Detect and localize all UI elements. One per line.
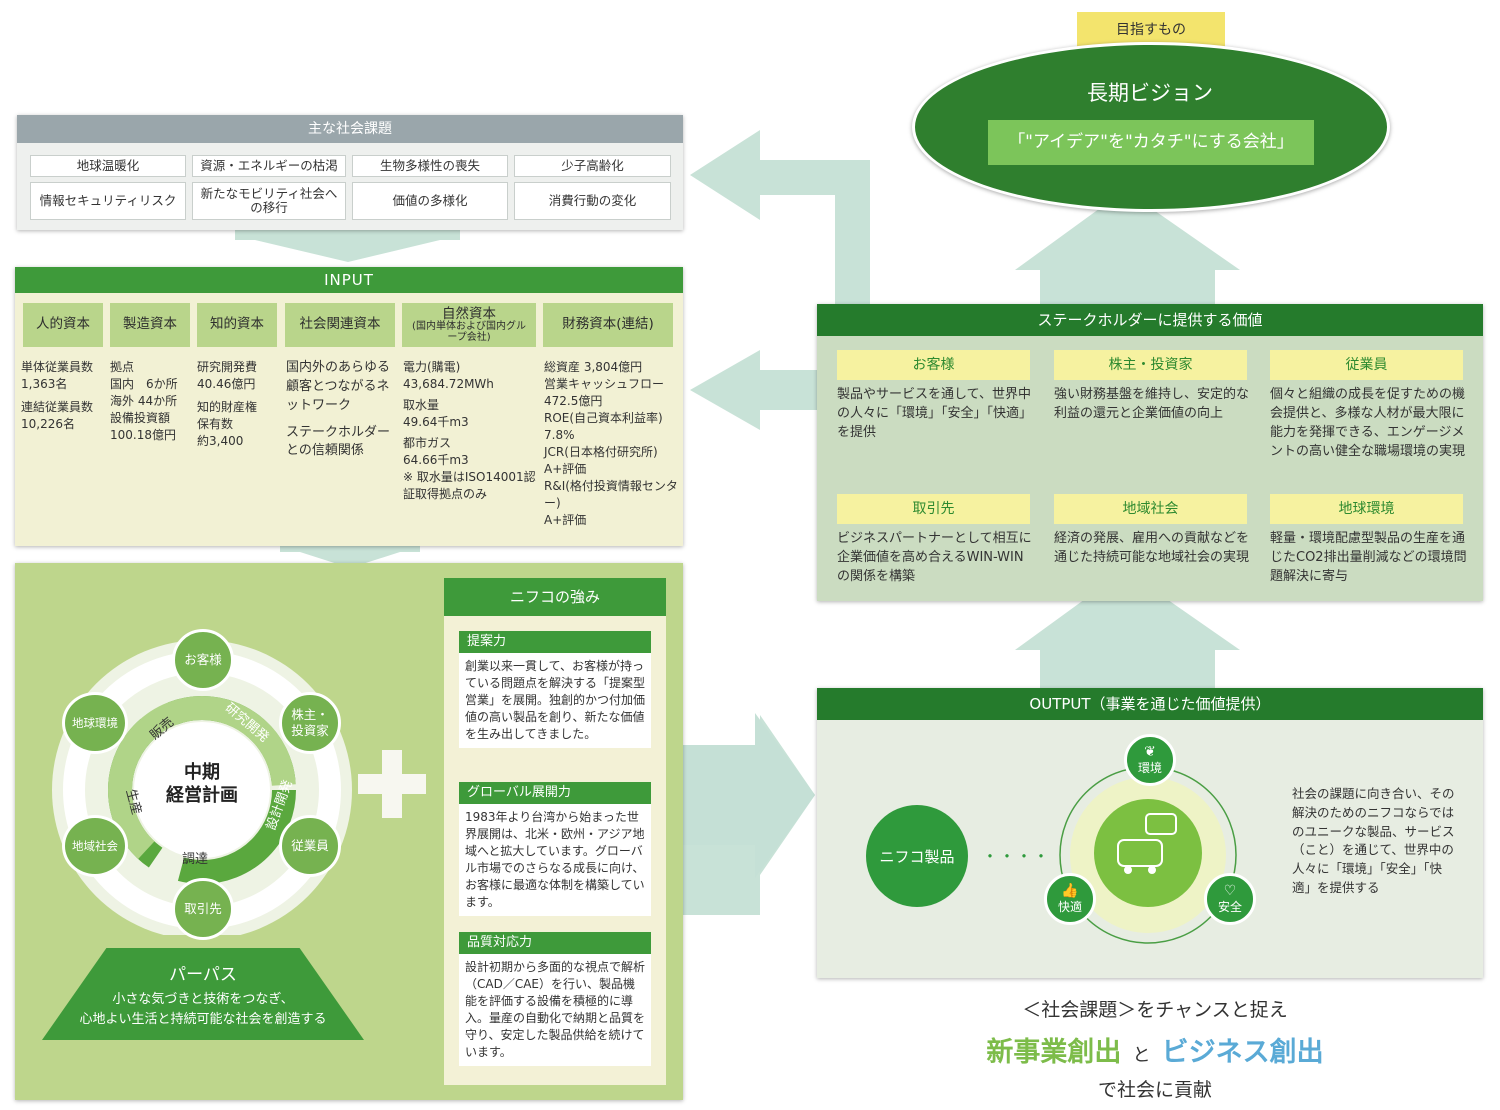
- vision-statement: 「"アイデア"を"カタチ"にする会社」: [988, 120, 1314, 165]
- stakeholder-node-investor: 株主・ 投資家: [279, 692, 341, 754]
- issue-cell: 資源・エネルギーの枯渇: [192, 155, 346, 177]
- safety-icon: ♡安全: [1204, 873, 1256, 925]
- strength-header: ニフコの強み: [444, 578, 666, 616]
- stakeholder-label: 取引先: [837, 494, 1030, 524]
- capital-caption: 知的資本: [197, 303, 277, 347]
- issue-cell: 新たなモビリティ社会への移行: [192, 182, 346, 220]
- capital-detail: 国内外のあらゆる顧客とつながるネットワークステークホルダーとの信頼関係: [286, 360, 391, 459]
- capital-detail: 拠点 国内 6か所 海外 44か所設備投資額 100.18億円: [110, 360, 178, 443]
- environment-icon: ❦環境: [1124, 734, 1176, 786]
- ring-label: 調達: [182, 852, 209, 867]
- stakeholder-label: 株主・投資家: [1054, 350, 1247, 380]
- capital-sub: (国内単体および国内グループ会社): [412, 321, 526, 343]
- strength-panel: ニフコの強み 提案力 創業以来一貫して、お客様が持っている問題点を解決する「提案…: [444, 578, 666, 1085]
- and-label: と: [1132, 1045, 1151, 1066]
- vision-title: 長期ビジョン: [1087, 81, 1213, 105]
- capital-caption: 社会関連資本: [285, 303, 395, 347]
- product-circle: ニフコ製品: [866, 805, 968, 907]
- strength-item: グローバル展開力 1983年より台湾から始まった世界展開は、北米・欧州・アジア地…: [459, 782, 651, 917]
- stakeholder-label: 地球環境: [1270, 494, 1463, 524]
- social-issues-header: 主な社会課題: [17, 115, 683, 143]
- stakeholder-value-panel: ステークホルダーに提供する価値 お客様 株主・投資家 従業員 製品やサービスを通…: [817, 304, 1483, 601]
- stakeholder-label: 従業員: [1270, 350, 1463, 380]
- purpose-title: パーパス: [169, 965, 237, 985]
- strength-item: 提案力 創業以来一貫して、お客様が持っている問題点を解決する「提案型営業」を展開…: [459, 631, 651, 749]
- issue-cell: 地球温暖化: [30, 155, 186, 177]
- value-triangle: [1059, 766, 1237, 944]
- footer-line3: で社会に貢献: [1097, 1079, 1212, 1101]
- stakeholder-text: ビジネスパートナーとして相互に企業価値を高め合えるWIN-WINの関係を構築: [837, 531, 1032, 584]
- stakeholder-text: 個々と組織の成長を促すための機会提供と、多様な人材が最大限に能力を発揮できる、エ…: [1270, 387, 1466, 459]
- stakeholder-text: 製品やサービスを通して、世界中の人々に「環境」「安全」「快適」を提供: [837, 387, 1033, 440]
- comfort-icon: 👍快適: [1044, 873, 1096, 925]
- strength-text: 1983年より台湾から始まった世界展開は、北米・欧州・アジア地域へと拡大していま…: [465, 810, 645, 910]
- capital-detail: 研究開発費 40.46億円知的財産権保有数約3,400: [197, 360, 258, 449]
- plus-icon: [358, 750, 426, 818]
- new-business-label: 新事業創出: [986, 1037, 1122, 1068]
- connector-dots: ・・・・: [982, 847, 1051, 866]
- capital-caption: 財務資本(連結): [543, 303, 673, 347]
- capital-name: 自然資本: [442, 305, 496, 322]
- input-panel: INPUT 人的資本 製造資本 知的資本 社会関連資本 自然資本 (国内単体およ…: [15, 267, 683, 546]
- footer-line1: ＜社会課題＞をチャンスと捉え: [1022, 999, 1288, 1021]
- strength-text: 創業以来一貫して、お客様が持っている問題点を解決する「提案型営業」を展開。独創的…: [465, 659, 646, 742]
- capital-caption: 人的資本: [23, 303, 103, 347]
- stakeholder-text: 経済の発展、雇用への貢献などを通じた持続可能な地域社会の実現: [1054, 531, 1250, 565]
- output-text: 社会の課題に向き合い、その解決のためのニフコならではのユニークな製品、サービス（…: [1292, 786, 1455, 895]
- stakeholder-node-partner: 取引先: [172, 878, 234, 940]
- stakeholder-value-header: ステークホルダーに提供する価値: [817, 304, 1483, 336]
- capital-caption: 自然資本 (国内単体および国内グループ会社): [402, 303, 536, 347]
- strength-title: 品質対応力: [459, 932, 651, 954]
- stakeholder-text: 軽量・環境配慮型製品の生産を通じたCO2排出量削減などの環境問題解決に寄与: [1270, 531, 1467, 584]
- stakeholder-node-customer: お客様: [172, 629, 234, 691]
- stakeholder-node-employee: 従業員: [279, 815, 341, 877]
- strength-item: 品質対応力 設計初期から多面的な視点で解析（CAD／CAE）を行い、製品機能を評…: [459, 932, 651, 1067]
- purpose-text: 小さな気づきと技術をつなぎ、 心地よい生活と持続可能な社会を創造する: [79, 992, 327, 1027]
- input-header: INPUT: [15, 267, 683, 293]
- issue-cell: 価値の多様化: [352, 182, 508, 220]
- stakeholder-node-environment: 地球環境: [62, 692, 128, 754]
- strength-text: 設計初期から多面的な視点で解析（CAD／CAE）を行い、製品機能を評価する設備を…: [465, 960, 646, 1060]
- issue-cell: 情報セキュリティリスク: [30, 182, 186, 220]
- business-creation-label: ビジネス創出: [1161, 1037, 1324, 1068]
- stakeholder-label: お客様: [837, 350, 1030, 380]
- footer-line2: 新事業創出 と ビジネス創出: [930, 1030, 1380, 1069]
- capital-detail: 単体従業員数 1,363名 連結従業員数 10,226名: [21, 360, 94, 432]
- issue-cell: 少子高齢化: [514, 155, 671, 177]
- goal-tag: 目指すもの: [1077, 12, 1225, 48]
- stakeholder-text: 強い財務基盤を維持し、安定的な利益の還元と企業価値の向上: [1054, 387, 1250, 421]
- strength-title: グローバル展開力: [459, 782, 651, 804]
- plan-center: 中期 経営計画: [166, 762, 238, 806]
- issue-cell: 消費行動の変化: [514, 182, 671, 220]
- issue-cell: 生物多様性の喪失: [352, 155, 508, 177]
- capital-caption: 製造資本: [110, 303, 190, 347]
- stakeholder-node-community: 地域社会: [62, 815, 128, 877]
- output-header: OUTPUT（事業を通じた価値提供）: [817, 688, 1483, 720]
- strength-title: 提案力: [459, 631, 651, 653]
- stakeholder-label: 地域社会: [1054, 494, 1247, 524]
- social-issues-panel: 主な社会課題 地球温暖化 資源・エネルギーの枯渇 生物多様性の喪失 少子高齢化 …: [17, 115, 683, 230]
